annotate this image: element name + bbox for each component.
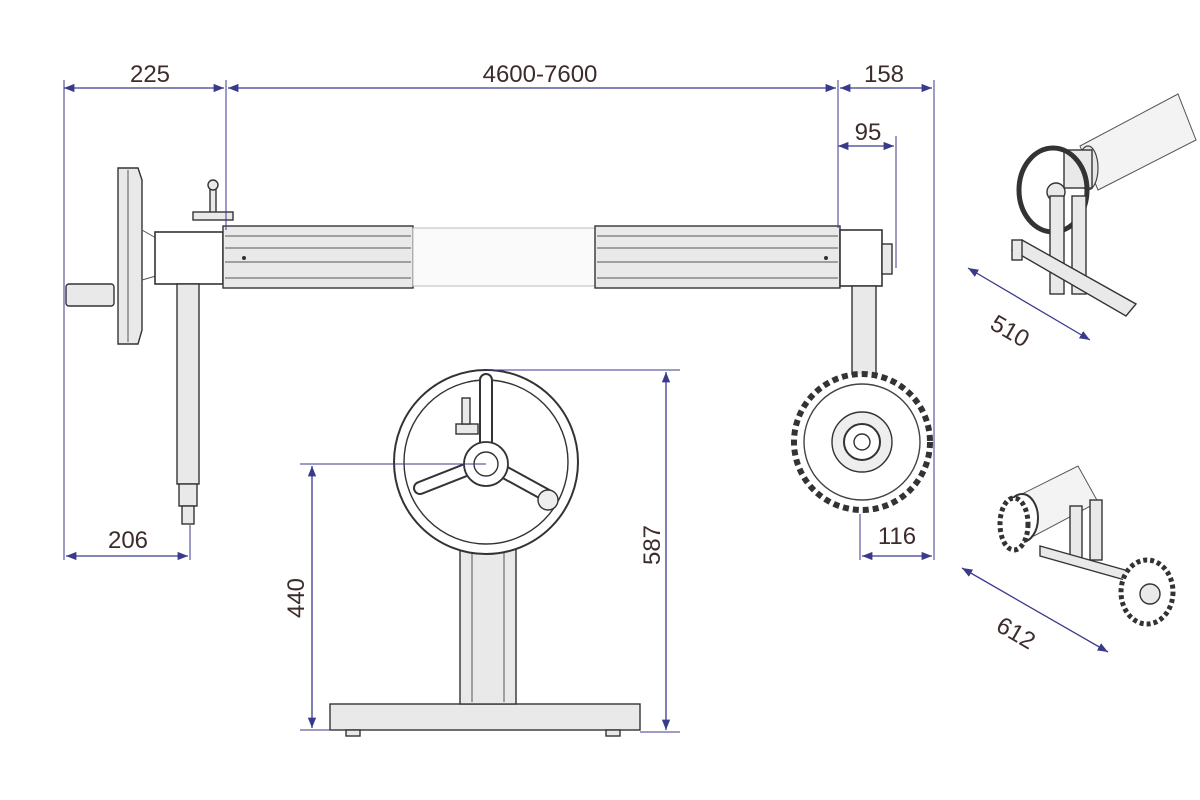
telescopic-tube-left	[222, 225, 414, 289]
dim-206: 206	[108, 527, 148, 554]
dim-440: 440	[283, 578, 310, 618]
dim-587: 587	[639, 525, 666, 565]
telescopic-tube-right	[594, 225, 841, 289]
right-leg	[851, 285, 877, 379]
dim-510: 510	[986, 310, 1034, 353]
left-bracket-box	[154, 231, 224, 285]
base-plate	[329, 703, 641, 731]
hand-wheel-side	[117, 167, 143, 345]
dim-612: 612	[992, 612, 1040, 655]
hand-wheel-front	[393, 369, 579, 555]
telescopic-tube-middle	[412, 227, 596, 287]
right-bracket	[839, 229, 883, 287]
dim-4600-7600: 4600-7600	[483, 61, 598, 88]
crank-handle	[65, 283, 115, 307]
dim-225: 225	[130, 61, 170, 88]
dim-95: 95	[855, 119, 882, 146]
perspective-stand	[1010, 93, 1197, 317]
right-wheel	[791, 371, 933, 513]
side-view	[329, 369, 641, 737]
perspective-wheels	[997, 465, 1176, 627]
dimension-lines	[63, 80, 1109, 733]
front-view	[65, 167, 933, 525]
left-leg	[176, 283, 200, 485]
dim-116: 116	[878, 523, 916, 550]
dim-158: 158	[864, 61, 904, 88]
